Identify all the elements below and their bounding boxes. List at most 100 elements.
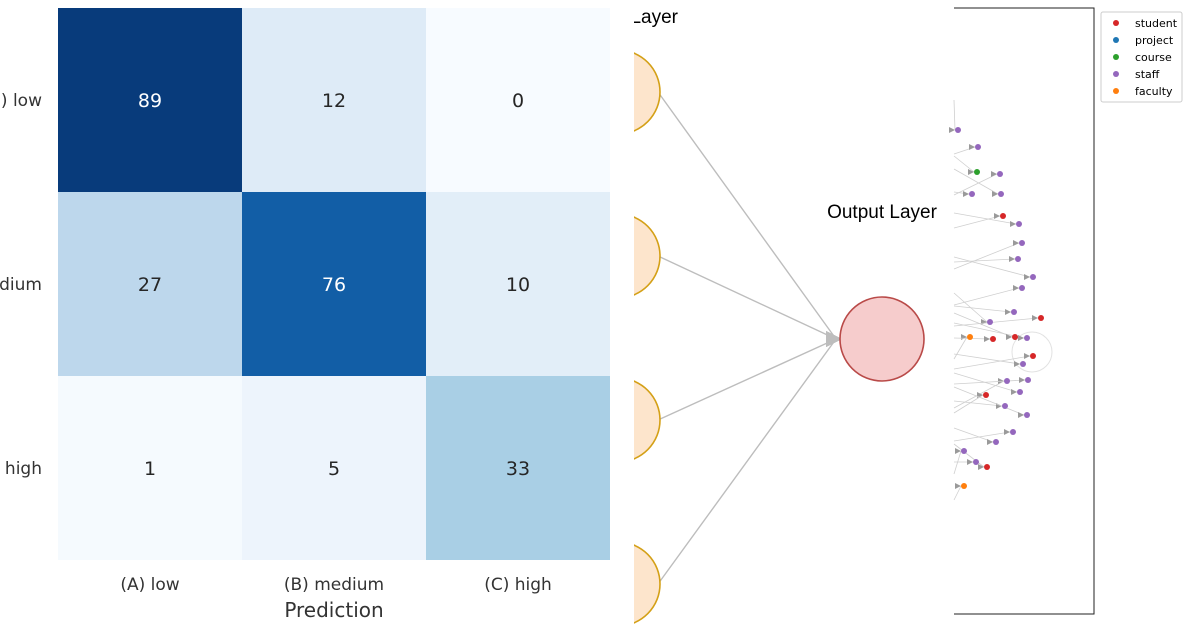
graph-node-staff: [1002, 403, 1008, 409]
graph-node-staff: [987, 319, 993, 325]
graph-edge-arrow: [984, 336, 990, 342]
legend-label-staff: staff: [1135, 68, 1160, 81]
graph-node-student: [1012, 334, 1018, 340]
graph-edge: [953, 173, 998, 196]
graph-node-staff: [1020, 361, 1026, 367]
graph-edge: [953, 312, 1013, 338]
legend-label-course: course: [1135, 51, 1172, 64]
graph-edge: [953, 322, 1025, 339]
graph-edge-arrow: [978, 464, 984, 470]
cell-value-label: 27: [138, 274, 162, 296]
cell-value-label: 12: [322, 90, 346, 112]
graph-edge-arrow: [1006, 334, 1012, 340]
graph-edge-arrow: [1024, 274, 1030, 280]
graph-node-staff: [1024, 335, 1030, 341]
y-tick-label: high: [5, 459, 42, 479]
graph-edge: [953, 372, 1018, 393]
heatmap-cell: [58, 8, 242, 192]
graph-node-student: [984, 464, 990, 470]
graph-edge: [953, 215, 1001, 229]
cell-value-label: 10: [506, 274, 530, 296]
graph-edge: [953, 394, 984, 414]
cell-value-label: 5: [328, 458, 340, 480]
graph-edge: [953, 353, 1021, 365]
heatmap-cell: [426, 192, 610, 376]
nn-arrowhead: [826, 331, 842, 347]
network-graph-scatter: [949, 7, 1095, 615]
graph-edge-arrow: [969, 144, 975, 150]
graph-node-staff: [973, 459, 979, 465]
nn-edge: [657, 91, 837, 340]
x-tick-label: (C) high: [484, 575, 552, 595]
graph-edge-arrow: [987, 439, 993, 445]
graph-node-staff: [969, 191, 975, 197]
graph-edge: [953, 379, 1026, 385]
graph-edge-arrow: [1010, 221, 1016, 227]
graph-edge-arrow: [1019, 377, 1025, 383]
graph-edge-arrow: [1013, 240, 1019, 246]
input-node: [634, 380, 661, 460]
graph-node-faculty: [967, 334, 973, 340]
cell-value-label: 33: [506, 458, 530, 480]
y-tick-label: ) low: [1, 91, 42, 111]
graph-edge: [953, 431, 1011, 442]
graph-edge-arrow: [955, 483, 961, 489]
y-tick-label: dium: [0, 275, 42, 295]
graph-edge-arrow: [963, 191, 969, 197]
graph-edge-arrow: [1018, 412, 1024, 418]
graph-edge-arrow: [992, 191, 998, 197]
graph-edge: [953, 99, 956, 131]
graph-edge-arrow: [1005, 309, 1011, 315]
graph-edge-arrow: [1018, 335, 1024, 341]
nn-edge: [657, 255, 837, 340]
graph-edge-arrow: [955, 448, 961, 454]
graph-node-faculty: [961, 483, 967, 489]
heatmap-cell: [58, 192, 242, 376]
legend-marker-faculty: [1113, 88, 1119, 94]
legend-label-faculty: faculty: [1135, 85, 1173, 98]
legend-marker-student: [1113, 20, 1119, 26]
graph-edge: [953, 427, 994, 443]
graph-edge-arrow: [967, 459, 973, 465]
graph-edge-arrow: [1004, 429, 1010, 435]
output-layer-title: Output Layer: [827, 202, 938, 223]
legend-label-student: student: [1135, 17, 1178, 30]
graph-node-staff: [1019, 285, 1025, 291]
graph-edge-arrow: [1011, 389, 1017, 395]
cell-value-label: 89: [138, 90, 162, 112]
graph-node-staff: [998, 191, 1004, 197]
legend-label-project: project: [1135, 34, 1174, 47]
heatmap-cell: [426, 376, 610, 560]
graph-edge: [953, 443, 985, 468]
graph-node-course: [974, 169, 980, 175]
input-node: [634, 52, 661, 132]
graph-edge: [953, 305, 1012, 313]
graph-node-staff: [1030, 274, 1036, 280]
graph-node-student: [1038, 315, 1044, 321]
graph-edge-arrow: [1032, 315, 1038, 321]
output-node: [839, 296, 925, 382]
graph-node-staff: [955, 127, 961, 133]
graph-edge: [953, 355, 1031, 370]
cell-value-label: 0: [512, 90, 524, 112]
legend-marker-staff: [1113, 71, 1119, 77]
graph-node-staff: [975, 144, 981, 150]
nn-edge: [657, 338, 837, 585]
cell-value-label: 76: [322, 274, 346, 296]
graph-edge-arrow: [981, 319, 987, 325]
graph-node-staff: [997, 171, 1003, 177]
graph-edge: [953, 317, 1039, 327]
graph-edge: [953, 485, 962, 501]
nn-body: Layer: [634, 7, 842, 624]
graph-edge: [953, 400, 1003, 407]
graph-edge: [953, 386, 1025, 416]
graph-ring: [1011, 331, 1053, 373]
legend-box: [1100, 11, 1183, 103]
graph-node-staff: [1019, 240, 1025, 246]
x-tick-label: (B) medium: [284, 575, 384, 595]
graph-node-staff: [1015, 256, 1021, 262]
graph-edge-arrow: [1009, 256, 1015, 262]
heatmap-cell: [426, 8, 610, 192]
x-tick-label: (A) low: [120, 575, 179, 595]
